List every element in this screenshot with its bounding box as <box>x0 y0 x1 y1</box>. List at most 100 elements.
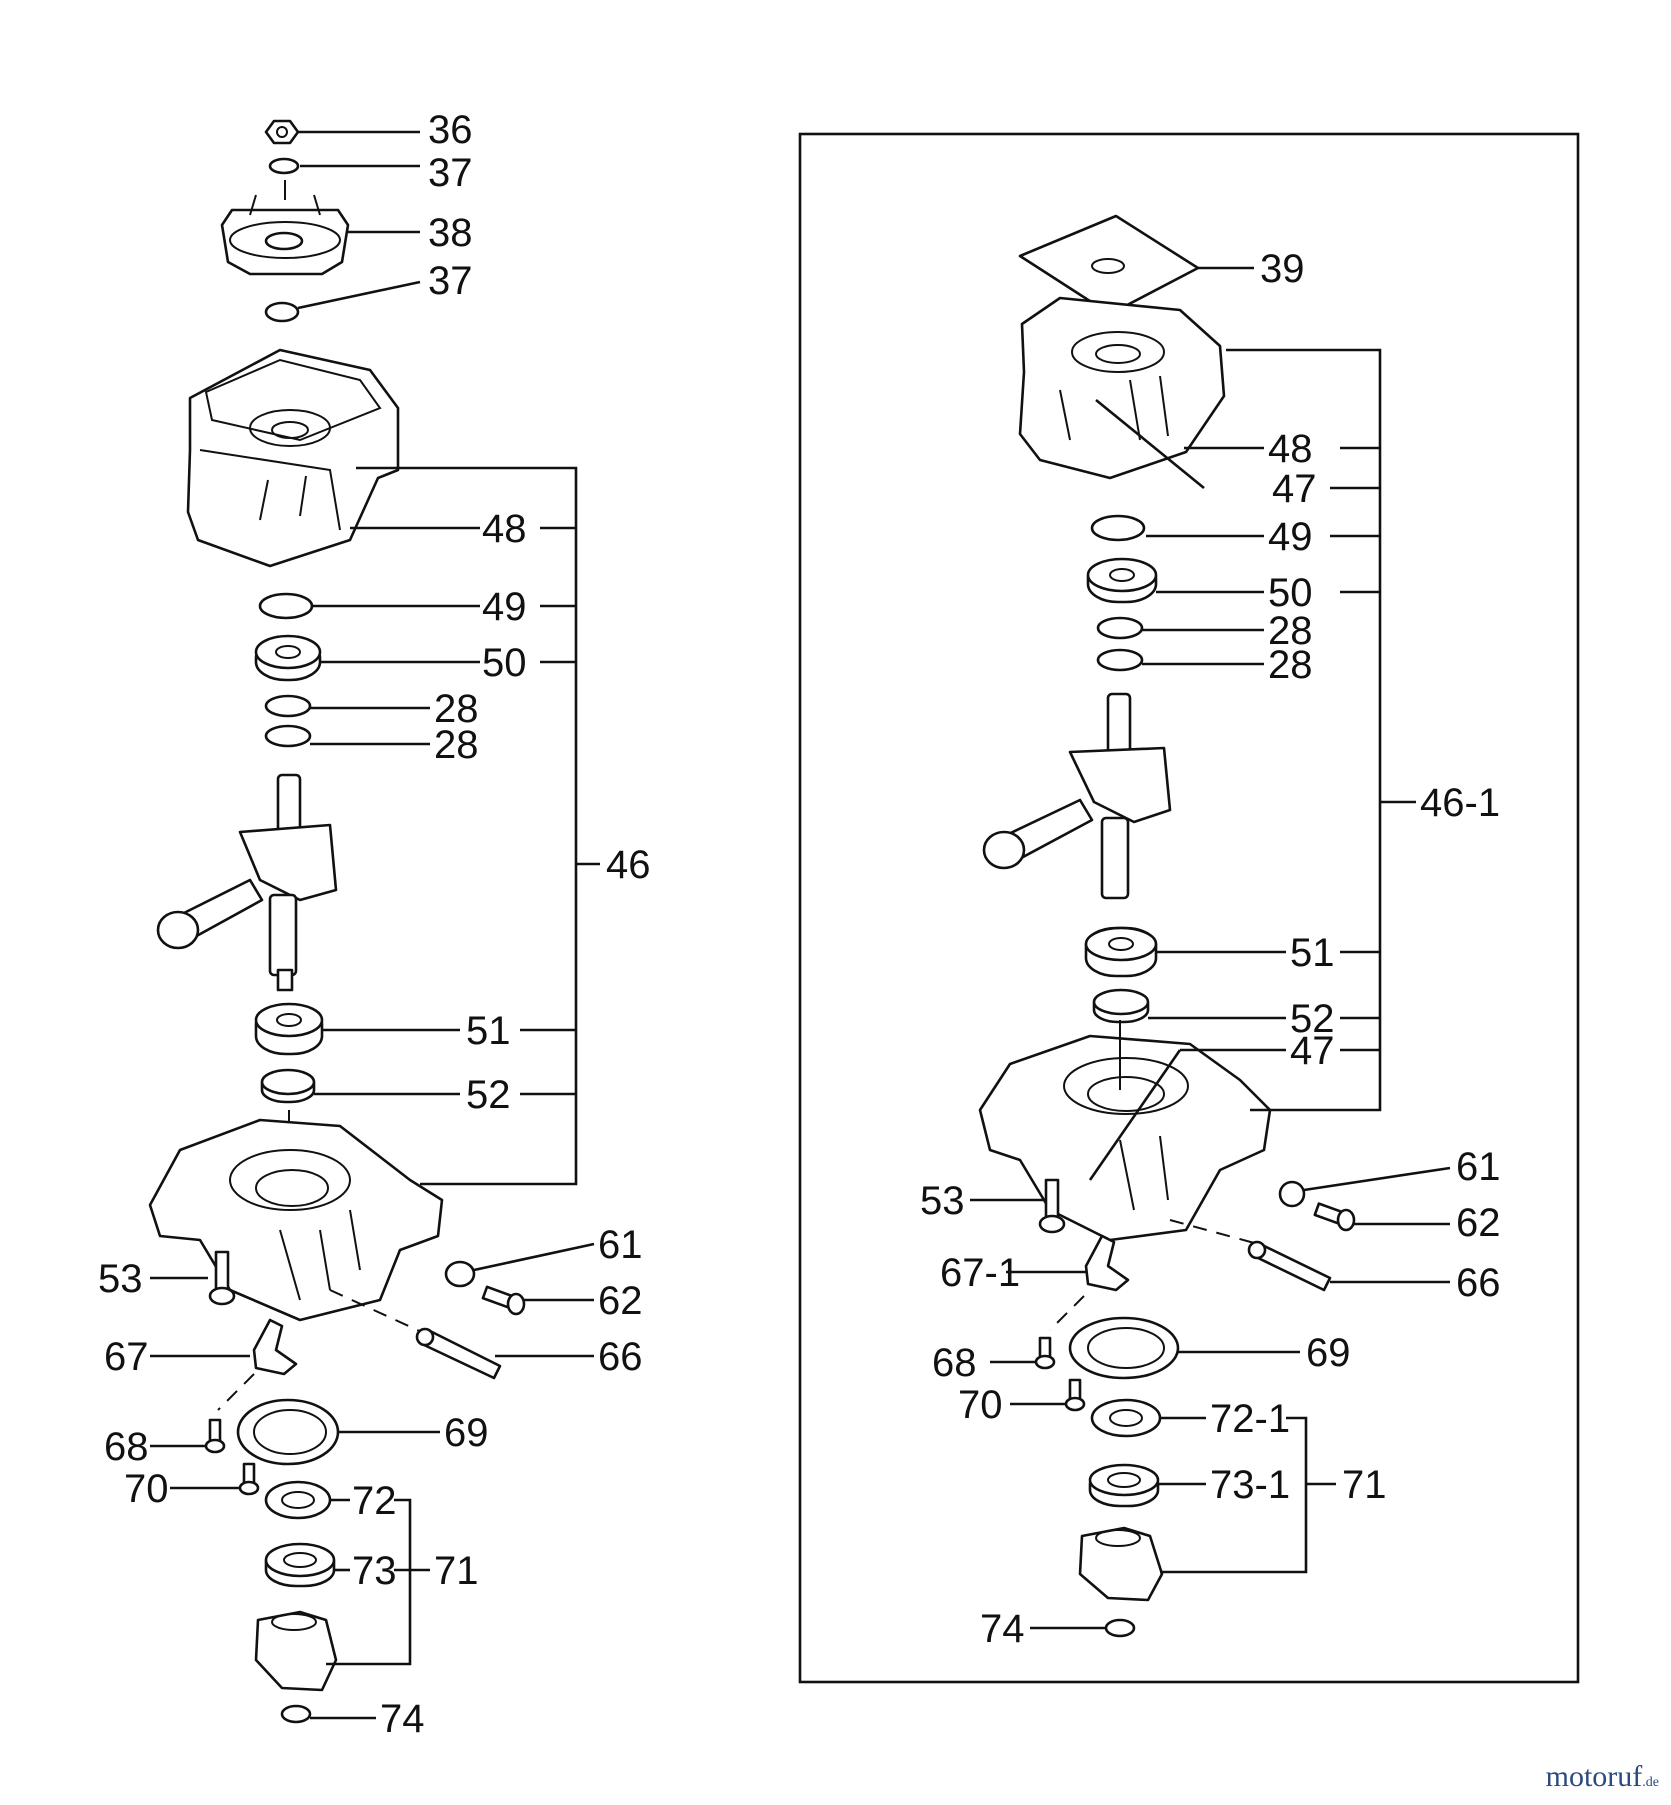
part-shim <box>1096 616 1144 640</box>
label-part-49: 49 <box>482 585 527 629</box>
label-part-61: 61 <box>598 1223 643 1267</box>
part-cover-plate <box>236 1398 340 1466</box>
part-crankcase <box>148 1118 444 1322</box>
label-part-46: 46 <box>606 843 651 887</box>
label-part-39: 39 <box>1260 247 1305 291</box>
part-bearing-upper <box>1086 557 1158 604</box>
label-part-28: 28 <box>1268 609 1313 653</box>
part-shim <box>264 694 312 718</box>
part-washer-lower <box>264 301 300 323</box>
part-plug <box>444 1260 476 1288</box>
label-part-70: 70 <box>958 1383 1003 1427</box>
label-part-50: 50 <box>482 641 527 685</box>
label-part-68: 68 <box>932 1341 977 1385</box>
label-part-28: 28 <box>1268 643 1313 687</box>
part-screw <box>1313 1202 1356 1232</box>
label-part-47: 47 <box>1290 1029 1335 1073</box>
label-part-73: 73 <box>352 1549 397 1593</box>
label-part-37: 37 <box>428 259 473 303</box>
label-part-50: 50 <box>1268 571 1313 615</box>
leader-lines-right <box>970 266 1451 1630</box>
part-screw-small <box>1034 1336 1056 1370</box>
part-bolt <box>208 1250 236 1306</box>
site-watermark: motoruf.de <box>1546 1760 1659 1794</box>
label-part-68: 68 <box>104 1425 149 1469</box>
label-part-46-1: 46-1 <box>1420 781 1500 825</box>
part-washer <box>268 157 300 175</box>
part-screw-small <box>238 1462 260 1496</box>
part-crankshaft <box>156 773 338 992</box>
part-gasket <box>1018 214 1200 316</box>
label-part-71: 71 <box>1342 1463 1387 1507</box>
label-part-72-1: 72-1 <box>1210 1397 1290 1441</box>
label-part-67: 67 <box>104 1335 149 1379</box>
part-bearing-lower <box>1084 926 1158 978</box>
part-cover-plate <box>1068 1316 1180 1380</box>
label-part-37: 37 <box>428 151 473 195</box>
label-part-66: 66 <box>598 1335 643 1379</box>
part-upper-housing <box>1018 296 1226 480</box>
part-collar <box>1088 1463 1160 1508</box>
part-bearing-upper <box>254 634 322 682</box>
part-holder <box>254 1610 338 1692</box>
label-part-73-1: 73-1 <box>1210 1463 1290 1507</box>
label-part-71: 71 <box>434 1549 479 1593</box>
label-part-62: 62 <box>598 1279 643 1323</box>
part-bolt <box>1038 1178 1066 1234</box>
part-drive-plate <box>220 180 350 276</box>
right-assembly: 39 48 47 49 50 28 28 46-1 51 52 47 61 53… <box>798 132 1580 1684</box>
part-ring <box>264 1480 332 1520</box>
part-clip <box>280 1704 312 1724</box>
label-part-52: 52 <box>466 1073 511 1117</box>
label-part-51: 51 <box>1290 931 1335 975</box>
label-part-28: 28 <box>434 687 479 731</box>
label-part-48: 48 <box>1268 427 1313 471</box>
part-lower-seal <box>1092 988 1150 1024</box>
part-holder <box>1078 1526 1164 1602</box>
label-part-28: 28 <box>434 723 479 767</box>
label-part-62: 62 <box>1456 1201 1501 1245</box>
part-upper-housing <box>186 348 400 568</box>
part-screw <box>481 1285 526 1316</box>
part-nut <box>264 119 300 145</box>
part-lever <box>1049 1234 1130 1331</box>
part-oil-seal <box>1090 514 1146 542</box>
label-part-70: 70 <box>124 1467 169 1511</box>
part-bearing-lower <box>254 1002 324 1056</box>
part-lever-shaft <box>329 1289 502 1380</box>
label-part-38: 38 <box>428 211 473 255</box>
label-part-47: 47 <box>1272 467 1317 511</box>
variant-frame <box>798 132 1580 1684</box>
part-crankshaft <box>982 692 1172 900</box>
label-part-49: 49 <box>1268 515 1313 559</box>
label-part-74: 74 <box>380 1697 425 1741</box>
label-part-51: 51 <box>466 1009 511 1053</box>
watermark-suffix: .de <box>1642 1775 1659 1790</box>
left-assembly: 36 37 38 37 48 49 50 28 28 46 51 52 61 5… <box>98 108 651 1741</box>
part-screw-small <box>204 1418 226 1454</box>
part-plug <box>1278 1180 1306 1208</box>
label-part-74: 74 <box>980 1607 1025 1651</box>
watermark-brand: motoruf <box>1545 1760 1643 1793</box>
label-part-53: 53 <box>98 1257 143 1301</box>
part-shim <box>1096 648 1144 672</box>
part-screw-small <box>1064 1378 1086 1412</box>
label-part-72: 72 <box>352 1479 397 1523</box>
part-oil-seal <box>258 592 314 620</box>
label-part-53: 53 <box>920 1179 965 1223</box>
label-part-36: 36 <box>428 108 473 152</box>
label-part-69: 69 <box>444 1411 489 1455</box>
part-clip <box>1104 1618 1136 1638</box>
label-part-61: 61 <box>1456 1145 1501 1189</box>
label-part-69: 69 <box>1306 1331 1351 1375</box>
label-part-67-1: 67-1 <box>940 1251 1020 1295</box>
part-collar <box>264 1542 336 1588</box>
label-part-48: 48 <box>482 507 527 551</box>
leader-lines-left <box>150 130 600 1720</box>
part-lever <box>217 1318 298 1411</box>
part-lever-shaft <box>1169 1219 1332 1292</box>
part-lower-seal <box>260 1068 316 1104</box>
part-shim <box>264 724 312 748</box>
